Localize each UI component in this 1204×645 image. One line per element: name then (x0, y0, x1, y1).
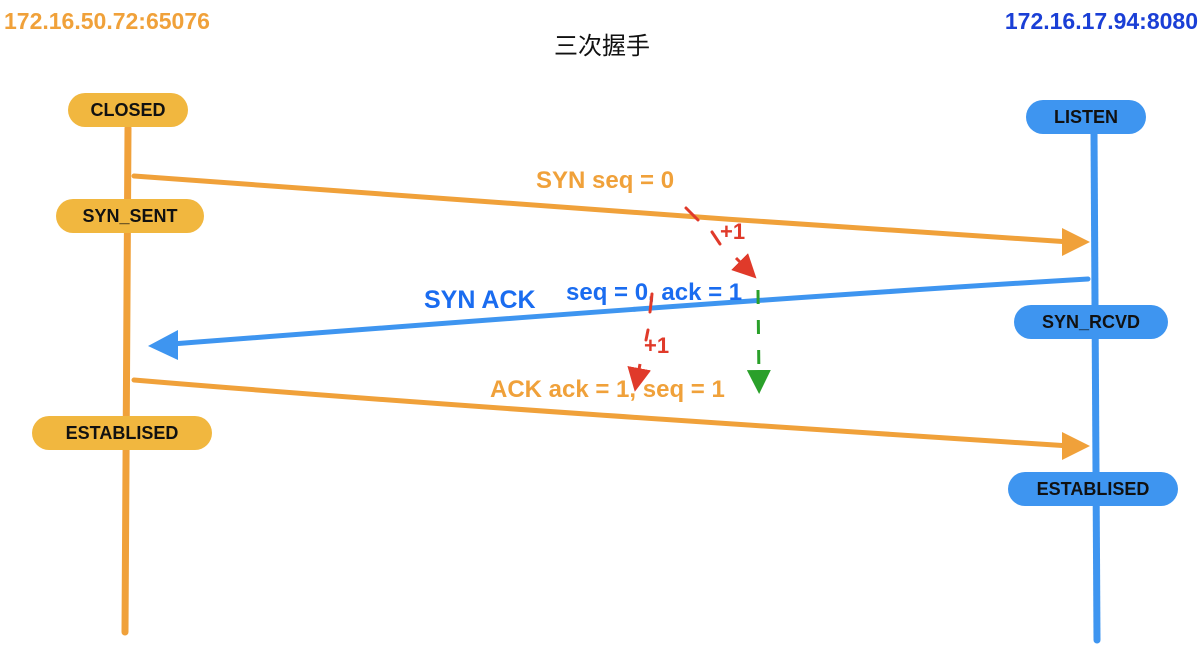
server-address: 172.16.17.94:8080 (1004, 8, 1198, 34)
server-state-syn-rcvd: SYN_RCVD (1014, 305, 1168, 339)
syn-ack-flags-label: SYN ACK (424, 286, 536, 314)
client-state-established: ESTABLISED (32, 416, 212, 450)
ack-arrow (131, 377, 1090, 460)
plus-one-label-1: +1 (720, 219, 745, 244)
plus-one-label-2: +1 (644, 333, 669, 358)
server-lifeline (1090, 128, 1101, 644)
seq-increment-annotation-1 (684, 206, 757, 279)
server-state-established: ESTABLISED (1008, 472, 1178, 506)
syn-arrow (131, 173, 1090, 256)
seq-increment-annotation-2 (627, 292, 654, 392)
ack-label: ACK ack = 1, seq = 1 (490, 376, 725, 403)
syn-ack-arrow (148, 276, 1091, 360)
client-state-closed: CLOSED (68, 93, 188, 127)
client-address: 172.16.50.72:65076 (4, 8, 210, 34)
syn-ack-values-label: seq = 0, ack = 1 (566, 279, 742, 306)
client-state-syn-sent: SYN_SENT (56, 199, 204, 233)
diagram-title: 三次握手 (554, 32, 650, 60)
server-state-listen: LISTEN (1026, 100, 1146, 134)
ack-to-seq-annotation (746, 289, 771, 394)
syn-label: SYN seq = 0 (536, 167, 674, 194)
